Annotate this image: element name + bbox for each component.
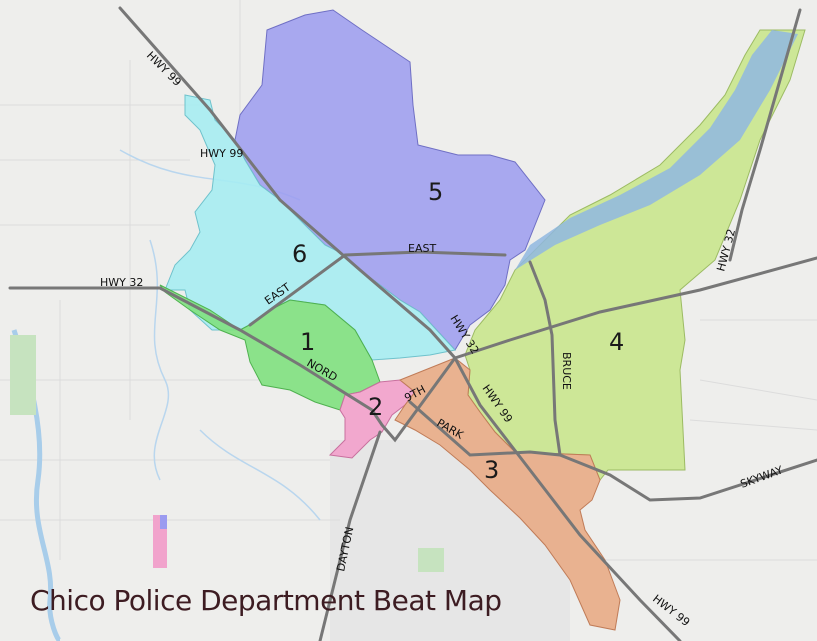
park-river	[10, 335, 36, 415]
upper-hwy32-road	[728, 8, 802, 262]
creek-corridor	[515, 30, 798, 270]
park-south	[418, 548, 444, 572]
label-bruce: BRUCE	[560, 352, 573, 390]
minor-streets	[0, 0, 817, 561]
label-hwy32-west: HWY 32	[100, 276, 143, 289]
dayton-road	[318, 430, 382, 641]
skyway-road	[558, 453, 817, 502]
label-east-north: EAST	[408, 242, 436, 255]
map-title: Chico Police Department Beat Map	[30, 584, 502, 617]
beat-3-area[interactable]	[394, 357, 621, 631]
creek-west	[149, 239, 170, 481]
creek-south	[199, 429, 321, 521]
major-roads	[8, 6, 817, 641]
park-ave-road	[408, 400, 562, 457]
beat-3-label: 3	[484, 456, 499, 484]
beat-1-label: 1	[300, 328, 315, 356]
beat-5-parcel	[160, 515, 167, 529]
label-hwy99-mid: HWY 99	[200, 147, 243, 160]
beat-2-label: 2	[368, 393, 383, 421]
east-ave-road	[248, 250, 507, 327]
beat-5-label: 5	[428, 178, 443, 206]
beat-4-label: 4	[609, 328, 624, 356]
beat-6-label: 6	[292, 240, 307, 268]
bruce-road	[528, 260, 562, 457]
hwy-32-road	[8, 256, 817, 443]
